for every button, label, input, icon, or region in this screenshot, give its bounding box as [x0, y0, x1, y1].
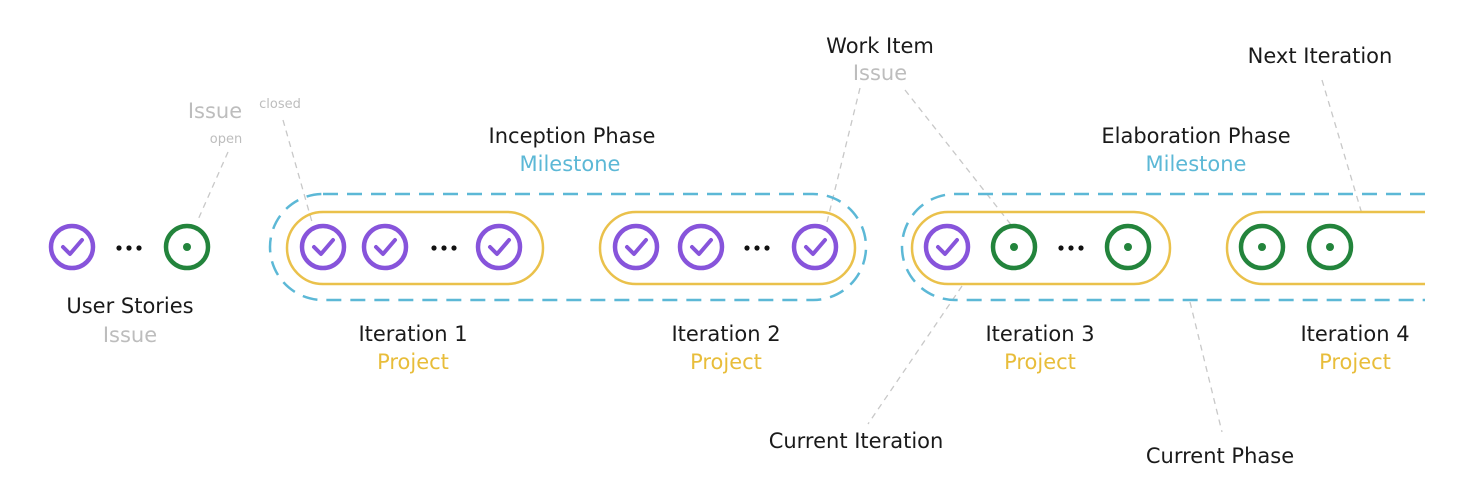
issue-legend-closed-label: closed: [259, 97, 301, 112]
iteration-4-box: [1225, 210, 1425, 286]
leader-lines: [196, 79, 1363, 433]
iteration-4-title: Iteration 4: [1300, 322, 1409, 346]
closed-issue-icon: [299, 223, 347, 271]
user-stories-subtitle: Issue: [103, 323, 157, 347]
open-issue-icon: [1238, 223, 1286, 271]
elaboration-phase-subtitle: Milestone: [1146, 152, 1247, 176]
current-phase-label: Current Phase: [1146, 444, 1294, 468]
current-iteration-label: Current Iteration: [769, 429, 944, 453]
closed-issue-icon: [791, 223, 839, 271]
closed-issue-icon: [48, 223, 96, 271]
iteration-3-title: Iteration 3: [985, 322, 1094, 346]
leader-work-item-closed: [826, 87, 861, 223]
iteration-3-box: [910, 210, 1172, 286]
leader-closed-issue: [282, 119, 313, 223]
open-issue-icon: [1104, 223, 1152, 271]
closed-issue-icon: [361, 223, 409, 271]
iteration-1-title: Iteration 1: [358, 322, 467, 346]
inception-phase-title: Inception Phase: [489, 124, 656, 148]
closed-issue-icon: [612, 223, 660, 271]
issue-legend-open-label: open: [210, 132, 242, 147]
open-issue-icon: [1306, 223, 1354, 271]
leader-current-phase: [1189, 301, 1223, 433]
open-issue-icon: [990, 223, 1038, 271]
closed-issue-icon: [677, 223, 725, 271]
next-iteration-label: Next Iteration: [1248, 44, 1393, 68]
user-stories-title: User Stories: [66, 294, 193, 318]
ellipsis-icon: [1058, 245, 1084, 251]
leader-next-iteration: [1321, 79, 1363, 215]
iteration-1-box: [285, 210, 545, 286]
work-item-subtitle: Issue: [853, 61, 907, 85]
elaboration-phase-title: Elaboration Phase: [1101, 124, 1290, 148]
closed-issue-icon: [475, 223, 523, 271]
leader-work-item-open: [904, 89, 1013, 227]
iteration-2-subtitle: Project: [690, 350, 762, 374]
iteration-3-subtitle: Project: [1004, 350, 1076, 374]
iteration-2-title: Iteration 2: [671, 322, 780, 346]
issue-legend-title: Issue: [188, 99, 242, 123]
ellipsis-icon: [744, 245, 770, 251]
iteration-4-subtitle: Project: [1319, 350, 1391, 374]
iteration-2-box: [598, 210, 857, 286]
inception-phase-subtitle: Milestone: [520, 152, 621, 176]
ellipsis-icon: [431, 245, 457, 251]
work-item-title: Work Item: [826, 34, 934, 58]
leader-open-issue: [196, 151, 229, 223]
closed-issue-icon: [923, 223, 971, 271]
open-issue-icon: [163, 223, 211, 271]
leader-current-iteration: [867, 285, 963, 425]
inception-phase-box: [268, 192, 868, 302]
iteration-1-subtitle: Project: [377, 350, 449, 374]
elaboration-phase-box: [900, 192, 1425, 302]
ellipsis-icon: [116, 245, 142, 251]
